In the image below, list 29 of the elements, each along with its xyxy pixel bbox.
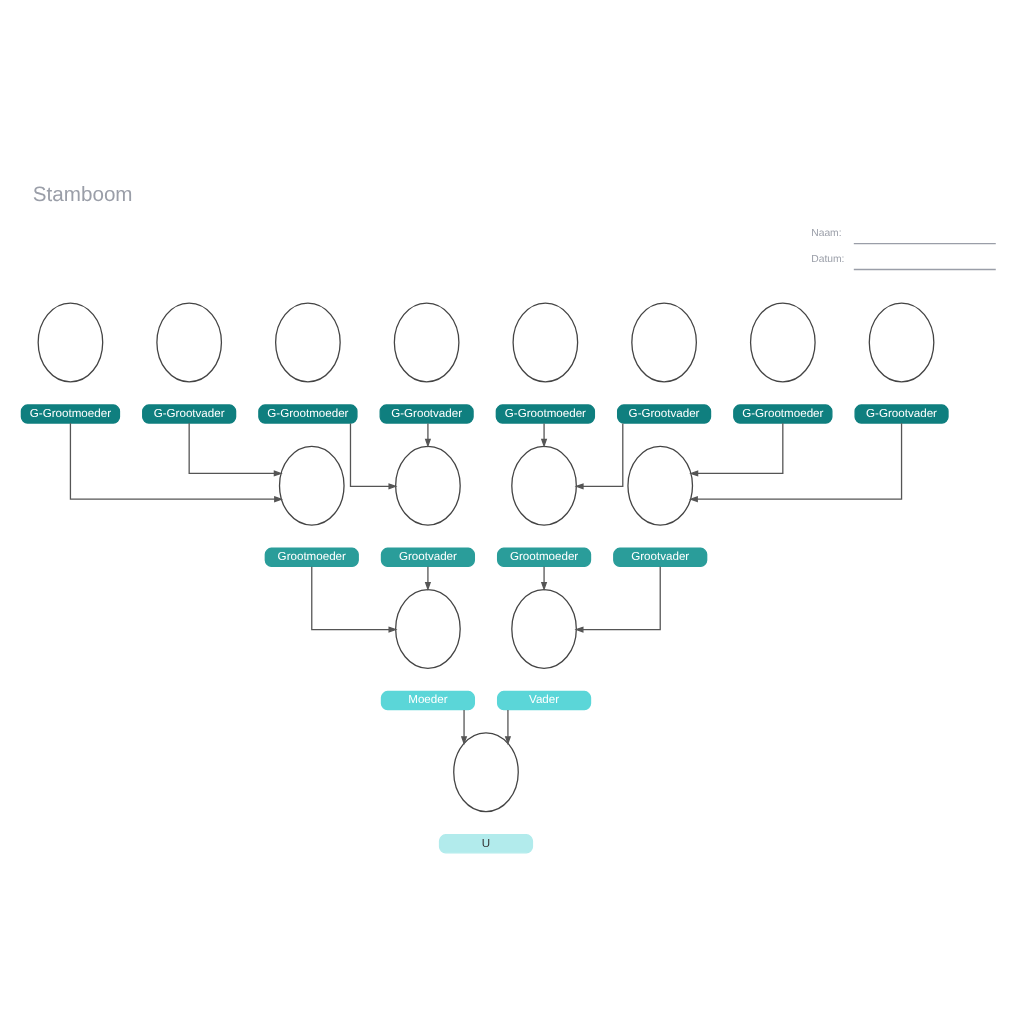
arrow	[349, 422, 398, 490]
arrow	[311, 566, 398, 633]
node-circle	[511, 588, 577, 669]
node-circle	[278, 445, 345, 526]
arrow	[69, 422, 284, 503]
arrow	[188, 422, 283, 477]
node-circle	[631, 302, 697, 383]
node-circle	[37, 302, 104, 383]
arrow	[424, 566, 432, 591]
arrow	[574, 566, 661, 633]
node-circle	[156, 302, 223, 383]
node-circle	[275, 302, 341, 383]
arrow	[689, 422, 784, 477]
arrow	[574, 422, 624, 490]
arrow	[424, 422, 432, 448]
node-circle	[627, 445, 694, 526]
node-circle	[511, 445, 577, 526]
node-circle	[868, 302, 935, 383]
node-circle	[395, 445, 461, 526]
node-circle	[395, 588, 461, 669]
arrow	[540, 422, 548, 448]
node-circle	[512, 302, 579, 383]
arrow	[688, 422, 903, 503]
node-circle	[393, 302, 460, 383]
node-circle	[749, 302, 816, 383]
arrow	[540, 566, 548, 591]
diagram-title: Stamboom	[32, 184, 133, 207]
arrow	[460, 709, 468, 746]
arrow	[504, 709, 512, 746]
